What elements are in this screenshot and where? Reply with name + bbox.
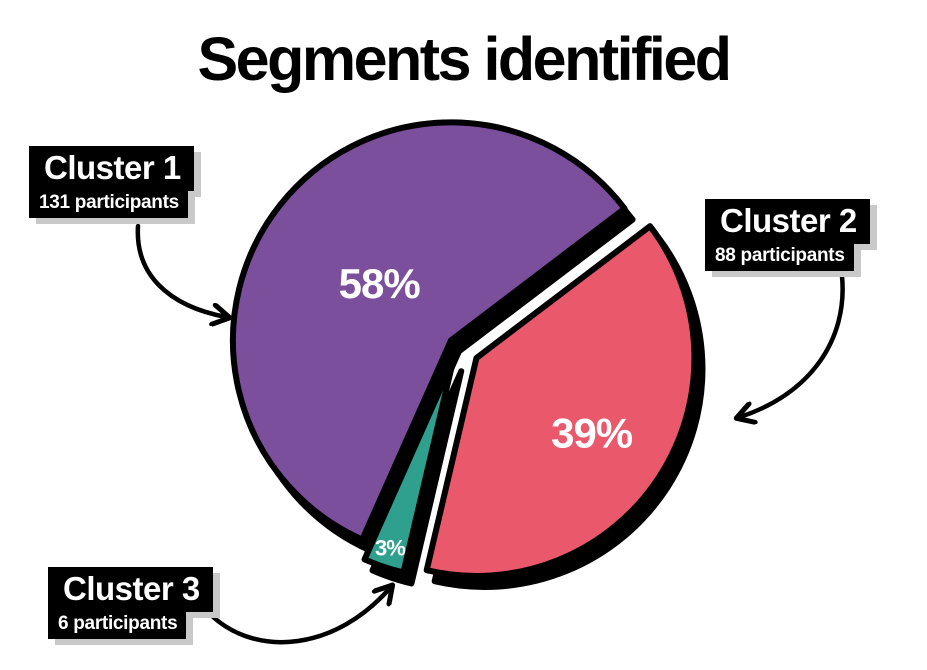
cluster1-label: Cluster 1 131 participants: [29, 146, 194, 218]
pie-slice-cluster-1: [230, 119, 628, 543]
page-title: Segments identified: [197, 25, 732, 93]
cluster3-name: Cluster 3: [48, 567, 213, 612]
cluster2-participants: 88 participants: [705, 244, 854, 271]
cluster2-name: Cluster 2: [705, 199, 870, 244]
callout-arrows: [135, 223, 845, 645]
pie-slices-group: 58% 39% 3%: [230, 119, 706, 590]
cluster3-label: Cluster 3 6 participants: [48, 567, 213, 639]
slice-percent-label: 39%: [551, 409, 633, 456]
cluster1-arrow: [135, 223, 226, 317]
slice-percent-label: 58%: [339, 260, 421, 307]
cluster2-label: Cluster 2 88 participants: [705, 199, 870, 271]
cluster1-name: Cluster 1: [29, 146, 194, 191]
pie-slice-cluster-3: [361, 357, 457, 576]
cluster3-participants: 6 participants: [48, 612, 187, 639]
cluster3-arrow: [209, 588, 390, 645]
cluster2-arrow: [740, 273, 845, 417]
pie-slice-cluster-2: [423, 223, 698, 579]
cluster1-participants: 131 participants: [29, 191, 188, 218]
slice-percent-label: 3%: [375, 536, 405, 561]
